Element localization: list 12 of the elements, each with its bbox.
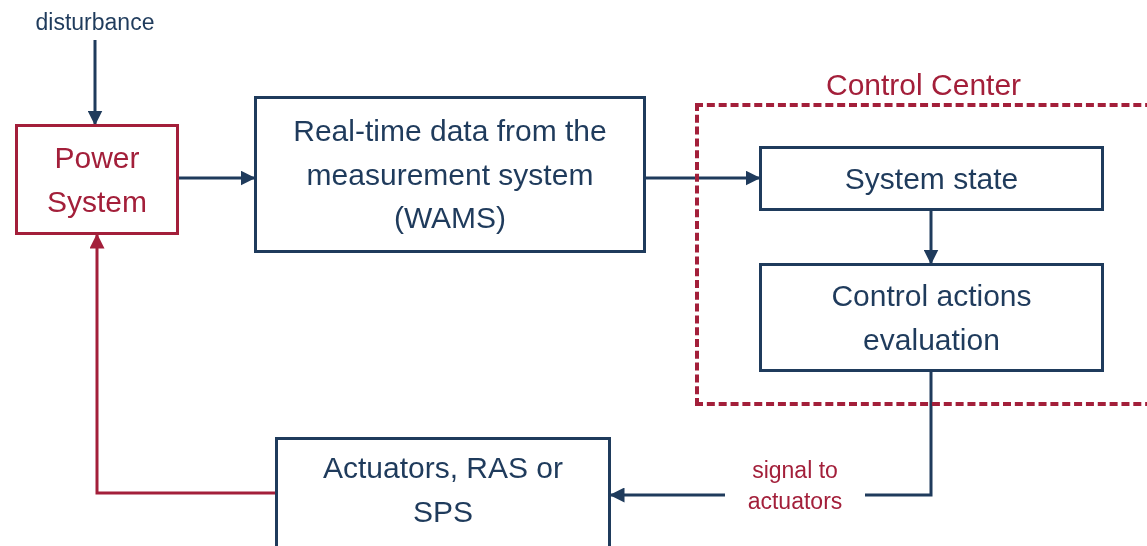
arrow xyxy=(89,233,275,495)
process-box: Power System xyxy=(15,124,179,235)
arrow xyxy=(87,40,103,126)
process-box: System state xyxy=(759,146,1104,211)
node-text: disturbance xyxy=(35,8,155,38)
arrow xyxy=(179,170,256,186)
process-box: Actuators, RAS or SPS xyxy=(275,437,611,546)
process-box: Control actions evaluation xyxy=(759,263,1104,372)
arrow xyxy=(646,170,761,186)
arrow xyxy=(923,211,939,265)
group-title: Control Center xyxy=(826,68,1022,102)
process-box: Real-time data from the measurement system (WAMS) xyxy=(254,96,646,253)
